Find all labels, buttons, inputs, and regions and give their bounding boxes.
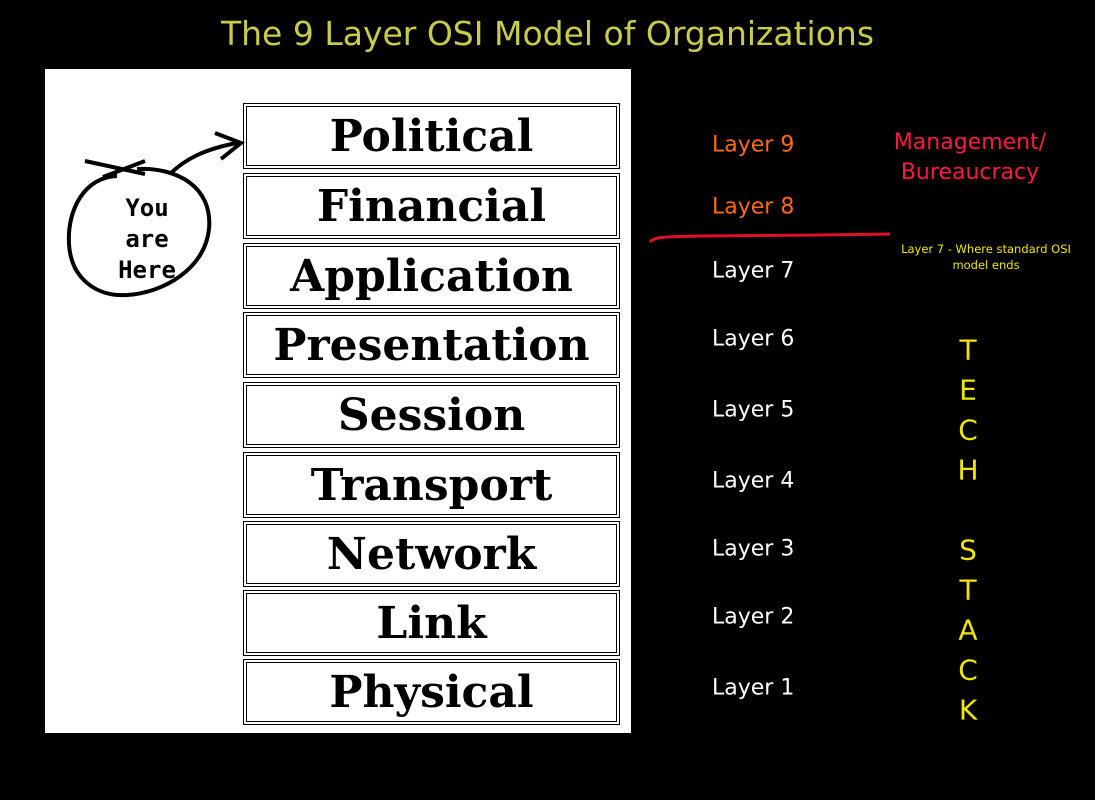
you-are-here-text: Here [118,256,176,284]
tech-stack-letter: H [957,453,979,487]
layer-6-label: Layer 6 [712,326,795,352]
stack-box-network: Network [243,521,620,587]
standard-osi-note: Layer 7 - Where standard OSI model ends [880,241,1092,273]
note-line: model ends [952,258,1020,272]
tech-stack-letter: T [959,573,977,607]
tech-stack-letter: K [958,693,978,727]
management-line: Bureaucracy [900,160,1040,185]
slide-title: The 9 Layer OSI Model of Organizations [220,14,875,53]
layer-9-label: Layer 9 [712,132,795,158]
you-are-here-circle-arrow-icon [66,131,245,298]
layer-1-label: Layer 1 [712,675,795,701]
stack-box-physical: Physical [243,659,620,725]
tech-stack-letter: S [959,533,977,567]
layer-5-label: Layer 5 [712,397,795,423]
osi-stack-image: You are Here Political Financial Applica… [45,69,631,733]
stack-box-session: Session [243,382,620,448]
stack-box-political: Political [243,103,620,169]
tech-stack-letter: C [958,413,978,447]
management-label: Management/ Bureaucracy [870,128,1070,188]
layer-7-label: Layer 7 [712,258,795,284]
you-are-here-text: are [125,225,169,253]
tech-stack-letter: T [959,333,977,367]
note-line: Layer 7 - Where standard OSI [901,242,1071,256]
stack-box-financial: Financial [243,173,620,239]
tech-stack-letter: E [959,373,977,407]
stack-box-transport: Transport [243,452,620,518]
layer-8-label: Layer 8 [712,194,795,220]
stack-box-application: Application [243,243,620,309]
management-line: Management/ [893,130,1047,155]
layer-3-label: Layer 3 [712,536,795,562]
tech-stack-letter: A [958,613,978,647]
layer-2-label: Layer 2 [712,604,795,630]
tech-stack-letter: C [958,653,978,687]
layer-4-label: Layer 4 [712,468,795,494]
stack-box-presentation: Presentation [243,312,620,378]
stack-box-link: Link [243,590,620,656]
you-are-here-text: You [125,194,169,222]
